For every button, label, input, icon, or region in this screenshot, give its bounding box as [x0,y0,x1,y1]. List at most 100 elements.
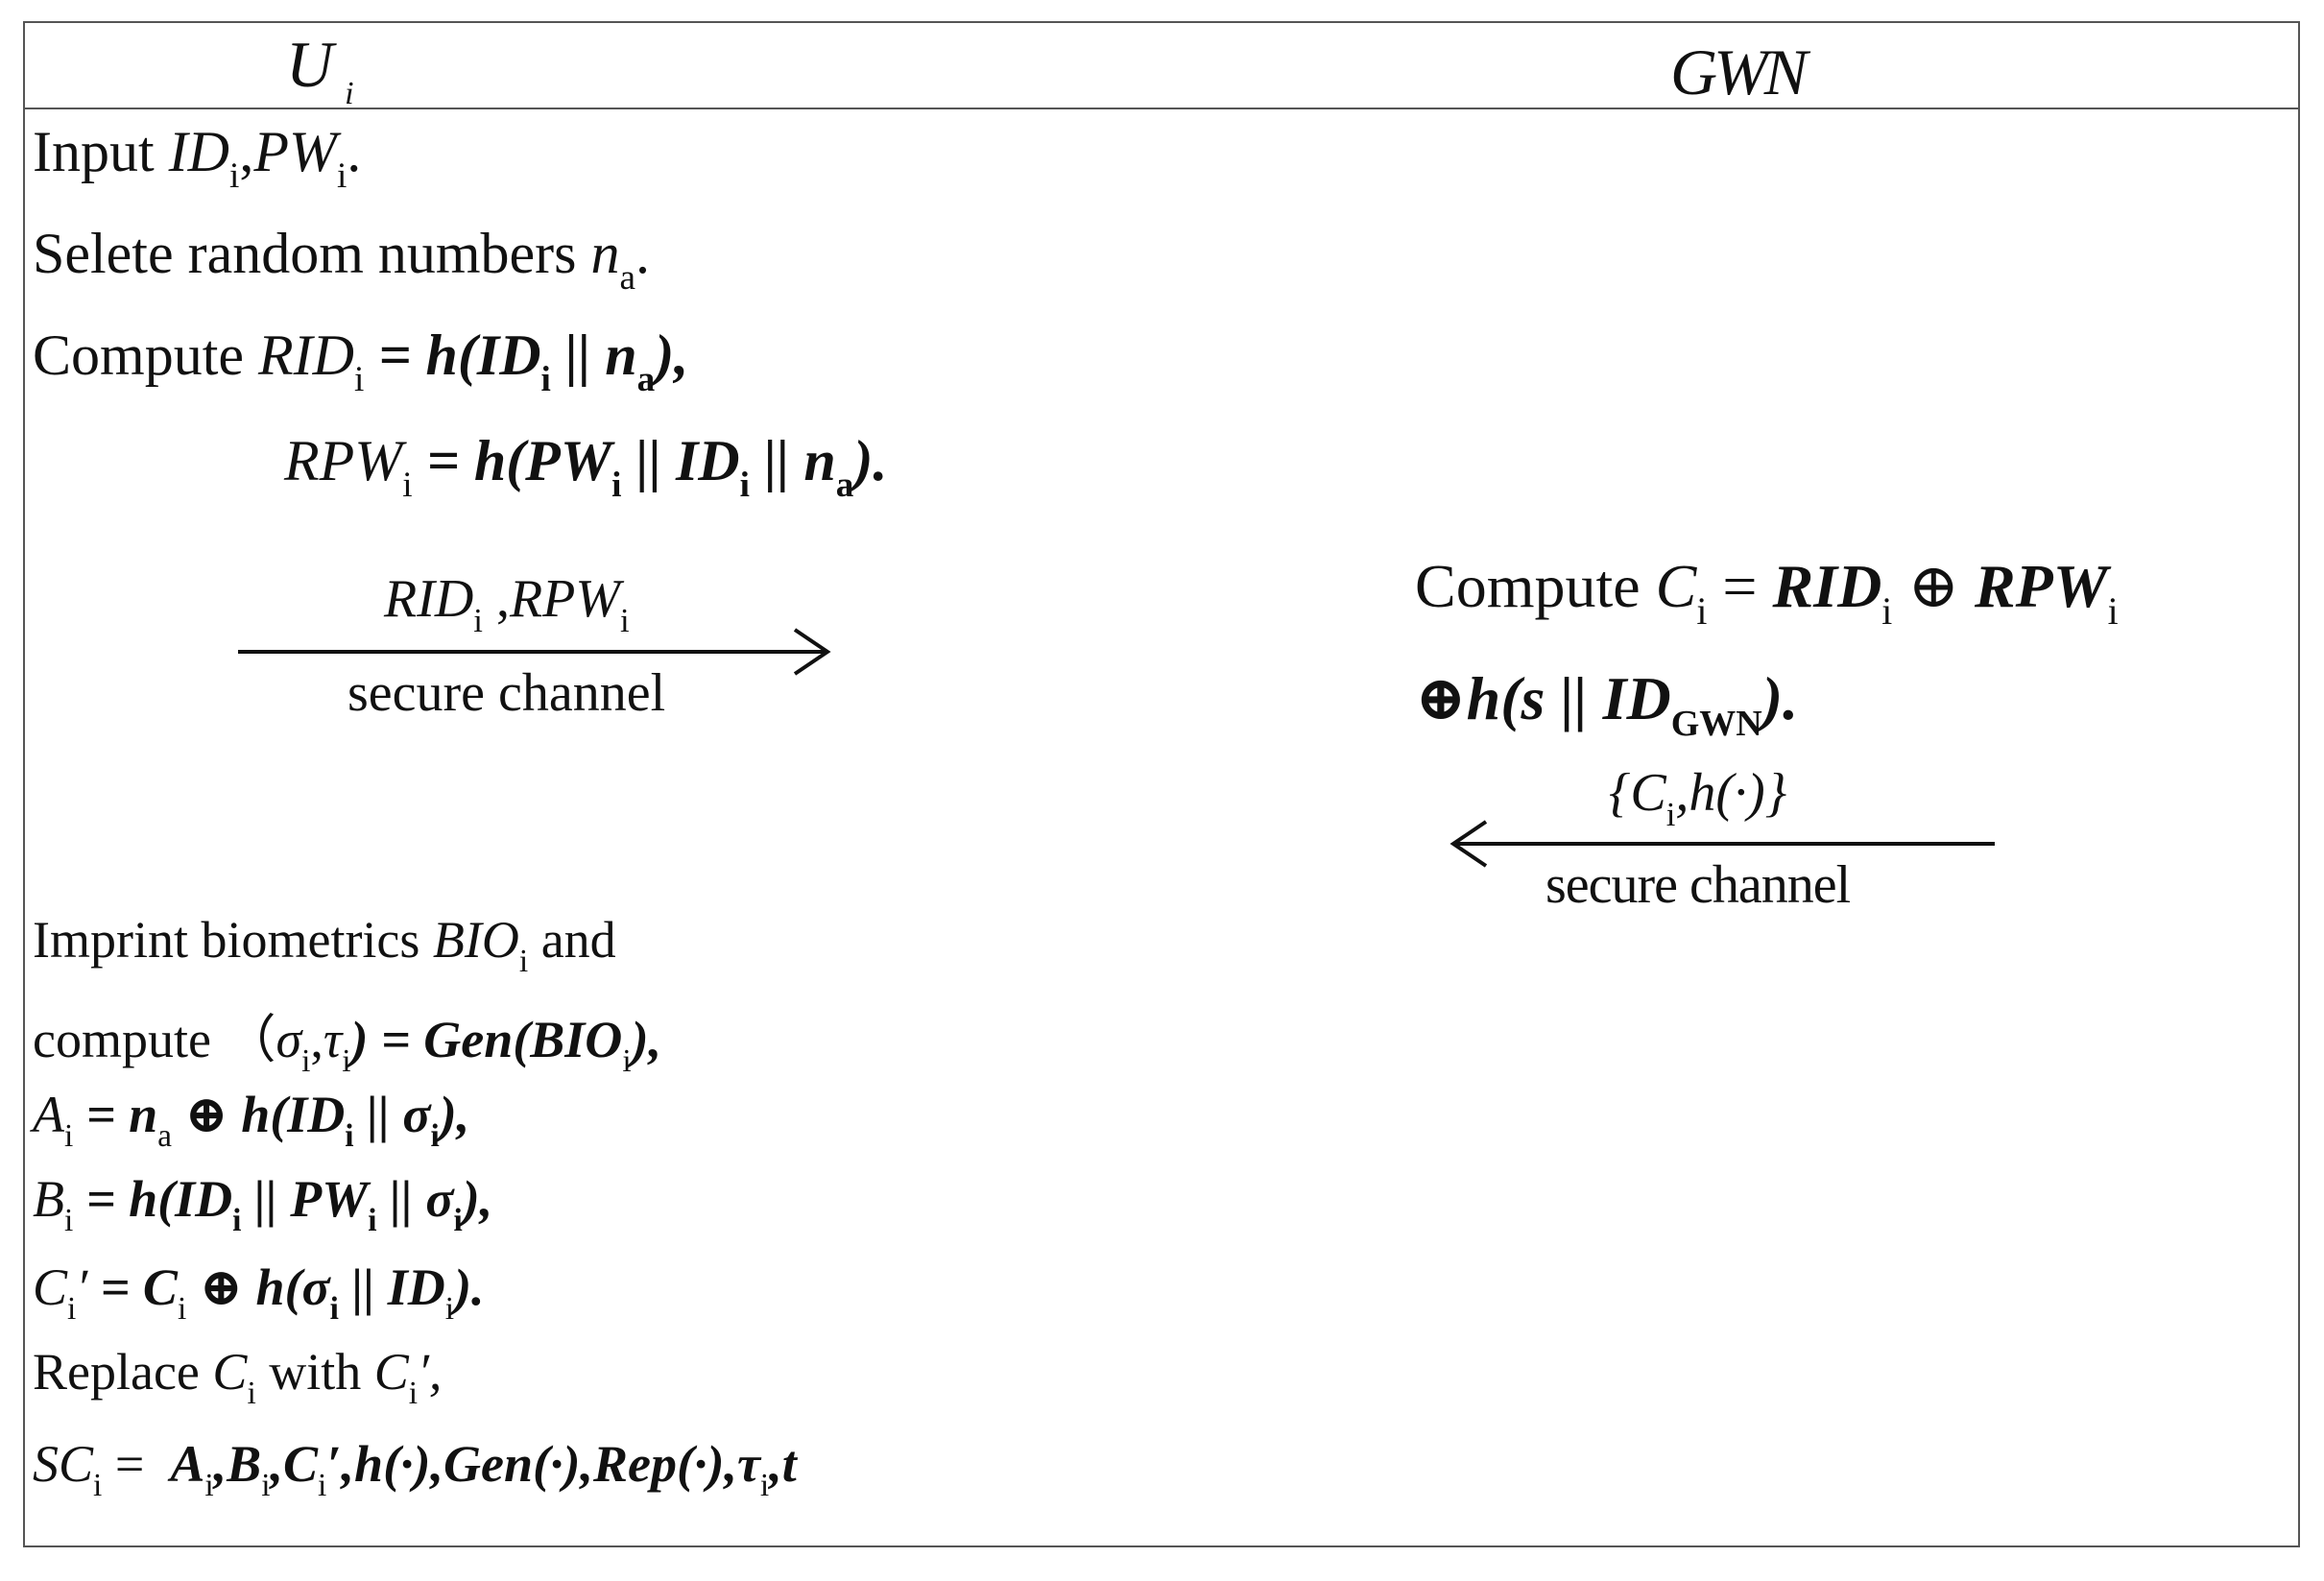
rpw-mid: || ID [621,429,740,492]
a-end: ), [439,1086,470,1143]
rpw-symbol: RPW [284,429,403,492]
id-sub: i [228,156,240,196]
header-user-label: U [286,28,334,101]
tau-sub: i [342,1043,351,1080]
gwn-c-sub: i [1696,589,1708,633]
msg1-payload: RIDi ,RPWi [384,568,630,636]
sc-part: ,C [270,1435,319,1493]
msg2-open: {C [1609,763,1666,823]
rid-end: ), [655,323,689,387]
step-input: Input IDi,PWi. [33,119,362,194]
comma: , [239,120,254,183]
compute-word: Compute [33,323,244,387]
rpw-rhs: = h(PW [426,429,612,492]
rid-rhs: = h(ID [378,323,541,387]
bio-imprint: Imprint biometrics BIOi and [33,910,616,977]
a-rhs2: ⊕ h(ID [171,1086,346,1143]
bio-sub: i [518,944,529,980]
a-lhs: A [33,1086,64,1143]
gwn-end: ). [1761,664,1799,732]
msg2-sub: i [1665,795,1676,833]
gwn-compute-line1: Compute Ci = RIDi ⊕ RPWi [1415,551,2119,631]
a-rhs1: = n [73,1086,158,1143]
c-end: ). [454,1258,485,1316]
comma: , [310,1011,323,1068]
sc-part: ,B [213,1435,262,1493]
c-rhs3: || ID [338,1258,445,1316]
b-sub2: i [232,1203,242,1239]
sc-sub: i [93,1468,103,1504]
gwn-rpw: RPW [1974,552,2108,620]
rid-sub: i [353,359,365,399]
c-lhs: C [33,1258,68,1316]
replace-c-sub: i [247,1376,256,1412]
msg1-channel: secure channel [347,663,666,723]
rpw-rhs-sub1: i [611,465,622,505]
sc-part: ,t [769,1435,797,1493]
gwn-xor: ⊕ [1892,552,1975,620]
msg2-rest: ,h(·)} [1675,763,1787,823]
b-rhs1: = h(ID [73,1170,233,1228]
c-rhs1: = C [87,1258,178,1316]
n-sub: a [619,257,636,298]
gwn-compute-line2: ⊕h(s || IDGWN). [1415,662,1799,742]
rid-symbol: RID [258,323,354,387]
replace-end: ′, [418,1343,443,1401]
gwn-rid: RID [1772,552,1882,620]
a-sub3: i [430,1118,440,1155]
sc-eq: = [102,1435,171,1493]
b-lhs: B [33,1170,64,1228]
b-end: ), [462,1170,493,1228]
diagram-frame [23,21,2300,1547]
msg2-arrow [1450,820,1995,868]
rid-rhs-sub: i [540,359,551,399]
msg1-rpw: RPW [509,569,621,629]
msg1-rpw-sub: i [620,601,630,639]
step-select-text: Selete random numbers [33,222,577,285]
sc-part: A [170,1435,205,1493]
b-rhs3: || σ [376,1170,454,1228]
c-sub3: i [329,1291,339,1328]
rpw-rhs-sub2: i [739,465,750,505]
step-select: Selete random numbers na. [33,221,651,296]
rpw-mid2: || n [749,429,836,492]
replace-text: Replace [33,1343,213,1401]
b-sub4: i [453,1203,463,1239]
c-prime: ′ [76,1258,88,1316]
gen-call: ) = Gen(BIO [350,1011,623,1068]
n-symbol: n [590,222,620,285]
pw-sub: i [336,156,347,196]
msg1-arrow [238,628,831,676]
header-gateway: GWN [1670,35,1808,110]
a-rhs3: || σ [353,1086,431,1143]
a-sub: i [64,1118,74,1155]
header-user-sub: i [345,76,354,111]
replace-c: C [212,1343,248,1401]
gwn-eq: = [1707,552,1773,620]
period: . [347,120,362,183]
sc-sub-part: i [261,1468,271,1504]
sc-contents: Ai,Bi,Ci′,h(·),Gen(·),Rep(·),τi,t [170,1435,797,1501]
msg2-payload: {Ci,h(·)} [1609,762,1787,830]
replace-with: with [255,1343,374,1401]
msg1-rid-sub: i [473,601,483,639]
period: . [635,222,651,285]
sc-sub-part: i [204,1468,214,1504]
eq-c-prime: Ci′ = Ci ⊕ h(σi || IDi). [33,1256,485,1325]
c-sub2: i [177,1291,187,1328]
rpw-sub: i [402,465,413,505]
bio-symbol: BIO [432,911,519,969]
b-sub: i [64,1203,74,1239]
header-divider [23,108,2300,109]
msg1-sep: , [482,569,510,629]
gwn-id-sub: GWN [1670,704,1762,745]
rpw-end: ). [853,429,888,492]
tau-symbol: τ [323,1011,343,1068]
bio-and: and [540,911,616,969]
pw-symbol: PW [253,120,337,183]
sigma-symbol: σ [276,1011,302,1068]
step-compute-rpw: RPWi = h(PWi || IDi || na). [284,428,888,503]
bio-imprint-text: Imprint biometrics [33,911,433,969]
gwn-compute-word: Compute [1415,552,1641,620]
gen-end: ), [631,1011,662,1068]
